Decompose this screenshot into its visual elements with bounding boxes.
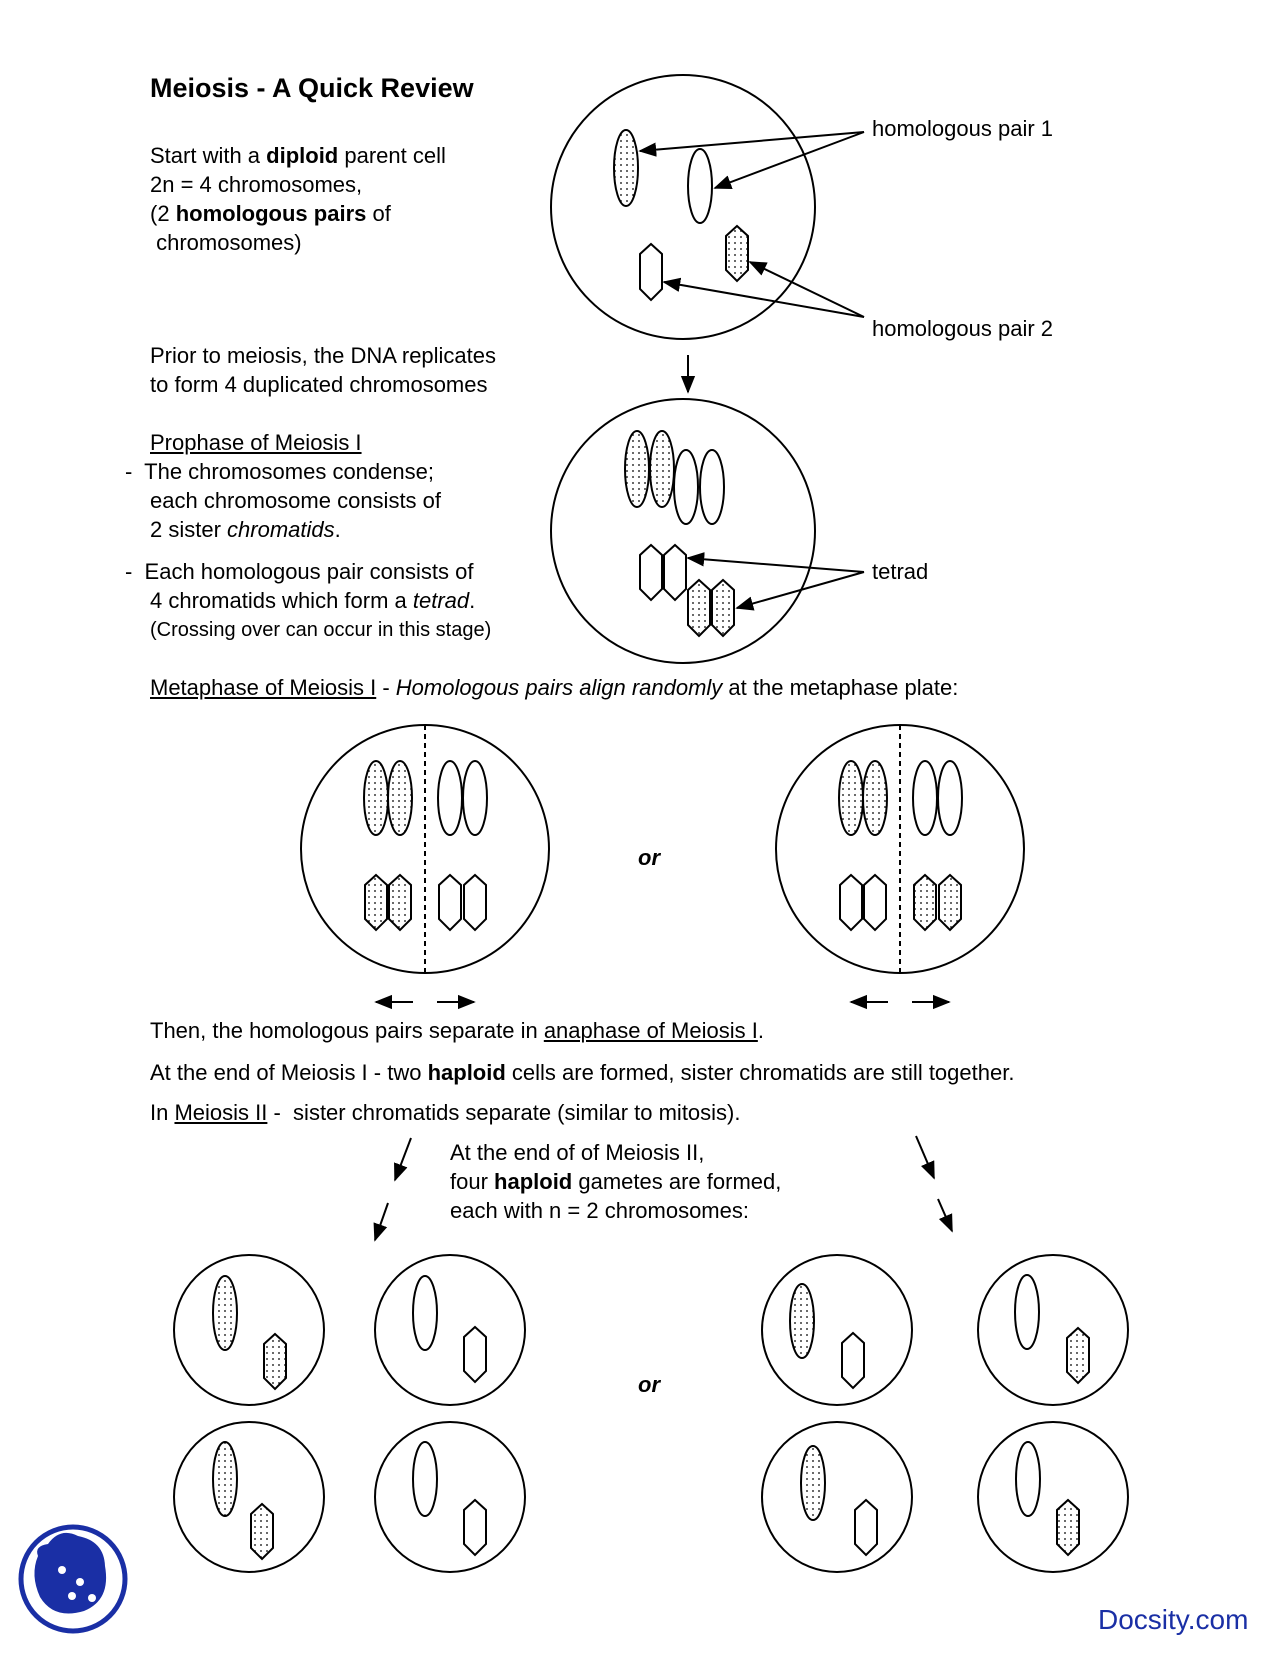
end-meiosis-2-line-1: At the end of of Meiosis II, [450, 1140, 705, 1165]
metaphase-emphasis: Homologous pairs align randomly [395, 675, 723, 700]
prophase-bullet-1-line-2: each chromosome consists of [150, 488, 442, 513]
prophase-text: 4 chromatids which form a [150, 588, 413, 613]
metaphase-text: - [376, 675, 396, 700]
end-meiosis-1-line: At the end of Meiosis I - two haploid ce… [150, 1059, 1014, 1087]
prophase-cell [550, 398, 816, 664]
crossing-over-note: (Crossing over can occur in this stage) [150, 619, 492, 641]
metaphase-heading: Metaphase of Meiosis I [150, 675, 377, 700]
diploid-term: diploid [266, 143, 339, 168]
intro-line-2: 2n = 4 chromosomes, [150, 172, 363, 197]
haploid-term: haploid [494, 1169, 573, 1194]
anaphase-text: . [757, 1018, 764, 1043]
prophase-text: 2 sister [150, 517, 228, 542]
prophase-heading: Prophase of Meiosis I [150, 430, 362, 455]
end-meiosis-2-line-2: four haploid gametes are formed, [450, 1168, 781, 1196]
prophase-bullet-1-line-1: - The chromosomes condense; [125, 459, 434, 484]
intro-line-3: (2 homologous pairs of [150, 200, 391, 228]
intro-line-1: Start with a diploid parent cell [150, 142, 446, 170]
label-tetrad: tetrad [872, 559, 929, 584]
prophase-bullet-1-line-3: 2 sister chromatids. [150, 516, 341, 544]
gamete-cell-1 [173, 1254, 325, 1406]
chromatids-term: chromatids [227, 517, 335, 542]
anaphase-term: anaphase of Meiosis I [543, 1018, 758, 1043]
tetrad-term: tetrad [412, 588, 470, 613]
docsity-logo-icon [18, 1524, 128, 1634]
prophase-text: . [334, 517, 341, 542]
intro-text: of [366, 201, 391, 226]
gamete-cell-3 [173, 1421, 325, 1573]
meiosis2-text: In [150, 1100, 175, 1125]
metaphase-cell-b [775, 724, 1025, 974]
meiosis2-text: - sister chromatids separate (similar to… [267, 1100, 741, 1125]
gamete-cell-5 [761, 1254, 913, 1406]
end2-text: four [450, 1169, 495, 1194]
gamete-cell-8 [977, 1421, 1129, 1573]
end-meiosis-2-line-3: each with n = 2 chromosomes: [450, 1198, 749, 1223]
label-homologous-pair-1: homologous pair 1 [872, 116, 1054, 141]
anaphase-line: Then, the homologous pairs separate in a… [150, 1017, 764, 1045]
end1-text: cells are formed, sister chromatids are … [505, 1060, 1015, 1085]
page-title: Meiosis - A Quick Review [150, 73, 474, 103]
gamete-cell-7 [761, 1421, 913, 1573]
or-label-metaphase: or [638, 845, 660, 870]
prophase-bullet-2-line-2: 4 chromatids which form a tetrad. [150, 587, 475, 615]
gamete-cell-2 [374, 1254, 526, 1406]
replication-line-2: to form 4 duplicated chromosomes [150, 372, 488, 397]
intro-line-4: chromosomes) [150, 230, 302, 255]
meiosis-2-term: Meiosis II [174, 1100, 268, 1125]
gamete-cell-6 [977, 1254, 1129, 1406]
replication-line-1: Prior to meiosis, the DNA replicates [150, 343, 497, 368]
metaphase-text: at the metaphase plate: [722, 675, 959, 700]
homologous-pairs-term: homologous pairs [175, 201, 367, 226]
metaphase-line: Metaphase of Meiosis I - Homologous pair… [150, 674, 958, 702]
end2-text: gametes are formed, [572, 1169, 782, 1194]
label-homologous-pair-2: homologous pair 2 [872, 316, 1054, 341]
end1-text: At the end of Meiosis I - two [150, 1060, 428, 1085]
diploid-cell [550, 74, 816, 340]
metaphase-cell-a [300, 724, 550, 974]
intro-text: (2 [150, 201, 176, 226]
anaphase-text: Then, the homologous pairs separate in [150, 1018, 544, 1043]
prophase-text: . [469, 588, 476, 613]
haploid-term: haploid [427, 1060, 506, 1085]
docsity-brand-link[interactable]: Docsity.com [1098, 1604, 1249, 1635]
gamete-cell-4 [374, 1421, 526, 1573]
meiosis-2-line: In Meiosis II - sister chromatids separa… [150, 1099, 741, 1127]
intro-text: parent cell [338, 143, 446, 168]
intro-text: Start with a [150, 143, 267, 168]
prophase-bullet-2-line-1: - Each homologous pair consists of [125, 559, 474, 584]
or-label-gametes: or [638, 1372, 660, 1397]
